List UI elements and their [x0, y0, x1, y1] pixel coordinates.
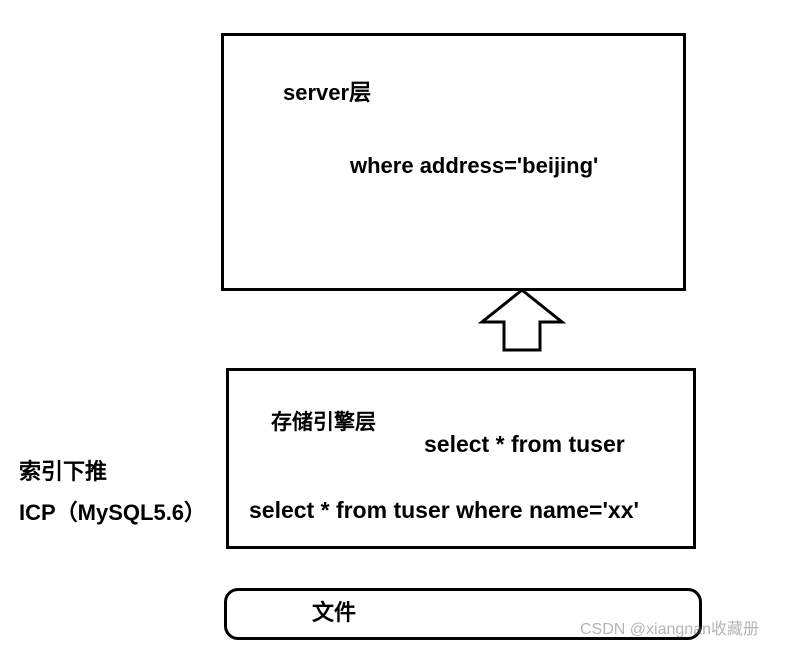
server-layer-title: server层 [283, 80, 372, 105]
storage-engine-layer-title: 存储引擎层 [271, 411, 376, 434]
icp-version-label: ICP（MySQL5.6） [19, 500, 207, 525]
file-layer-box [224, 588, 702, 640]
engine-query-basic: select * from tuser [424, 431, 625, 457]
watermark-text: CSDN @xiangnan收藏册 [580, 621, 759, 638]
file-layer-label: 文件 [312, 600, 357, 625]
engine-query-pushdown: select * from tuser where name='xx' [249, 497, 639, 523]
server-layer-box [221, 33, 686, 291]
index-pushdown-label: 索引下推 [19, 459, 108, 484]
up-arrow-icon [478, 288, 567, 352]
storage-engine-layer-box [226, 368, 696, 549]
server-where-condition: where address='beijing' [350, 153, 599, 178]
